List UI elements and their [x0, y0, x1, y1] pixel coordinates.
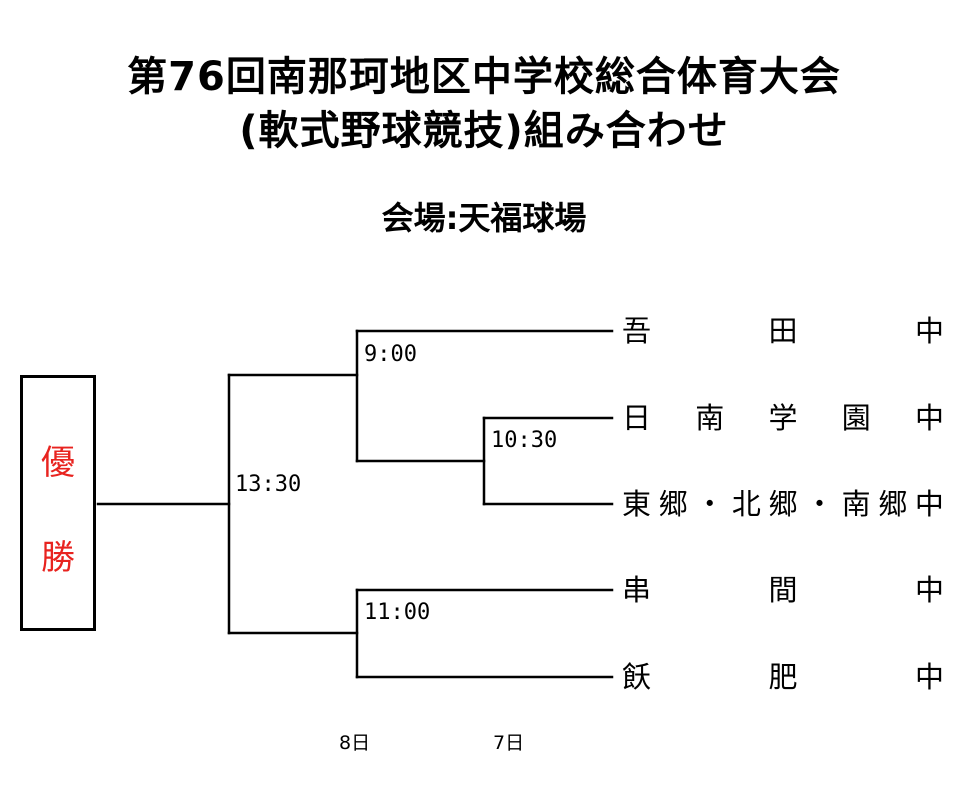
team-1-char: 吾 — [622, 314, 652, 348]
day-label-8: 8日 — [339, 732, 371, 754]
team-4-char: 串 — [622, 573, 652, 607]
winner-char-1: 優 — [41, 443, 75, 483]
team-2-char: 中 — [914, 401, 944, 435]
team-5: 飫 肥 中 — [622, 660, 944, 694]
team-3-char: 南 — [841, 487, 871, 521]
team-3-char: 郷 — [768, 487, 798, 521]
team-5-char: 飫 — [622, 660, 652, 694]
page-title-line1: 第76回南那珂地区中学校総合体育大会 — [127, 54, 841, 100]
team-3-char: ・ — [695, 487, 725, 521]
time-final: 13:30 — [235, 472, 302, 497]
team-3-char: 北 — [731, 487, 761, 521]
team-4-char: 中 — [914, 573, 944, 607]
team-1-char: 田 — [768, 314, 798, 348]
team-2-char: 南 — [695, 401, 725, 435]
team-2-char: 日 — [622, 401, 652, 435]
team-3-char: 東 — [622, 487, 652, 521]
team-1-char: 中 — [914, 314, 944, 348]
team-2-char: 学 — [768, 401, 798, 435]
time-semi-top: 9:00 — [364, 342, 417, 367]
team-4-char: 間 — [768, 573, 798, 607]
team-5-char: 肥 — [768, 660, 798, 694]
page-title-line2: (軟式野球競技)組み合わせ — [239, 108, 729, 154]
team-3-char: 中 — [914, 487, 944, 521]
team-3-char: 郷 — [658, 487, 688, 521]
team-5-char: 中 — [914, 660, 944, 694]
venue-label: 会場:天福球場 — [381, 199, 587, 237]
team-2: 日 南 学 園 中 — [622, 401, 944, 435]
time-first-round: 10:30 — [491, 428, 558, 453]
team-2-char: 園 — [841, 401, 871, 435]
winner-box: 優 勝 — [20, 375, 96, 631]
team-3-char: 郷 — [878, 487, 908, 521]
time-semi-bottom: 11:00 — [364, 600, 431, 625]
day-label-7: 7日 — [493, 732, 525, 754]
team-3-char: ・ — [805, 487, 835, 521]
winner-char-2: 勝 — [41, 538, 75, 578]
team-3: 東 郷 ・ 北 郷 ・ 南 郷 中 — [622, 487, 944, 521]
team-4: 串 間 中 — [622, 573, 944, 607]
team-1: 吾 田 中 — [622, 314, 944, 348]
